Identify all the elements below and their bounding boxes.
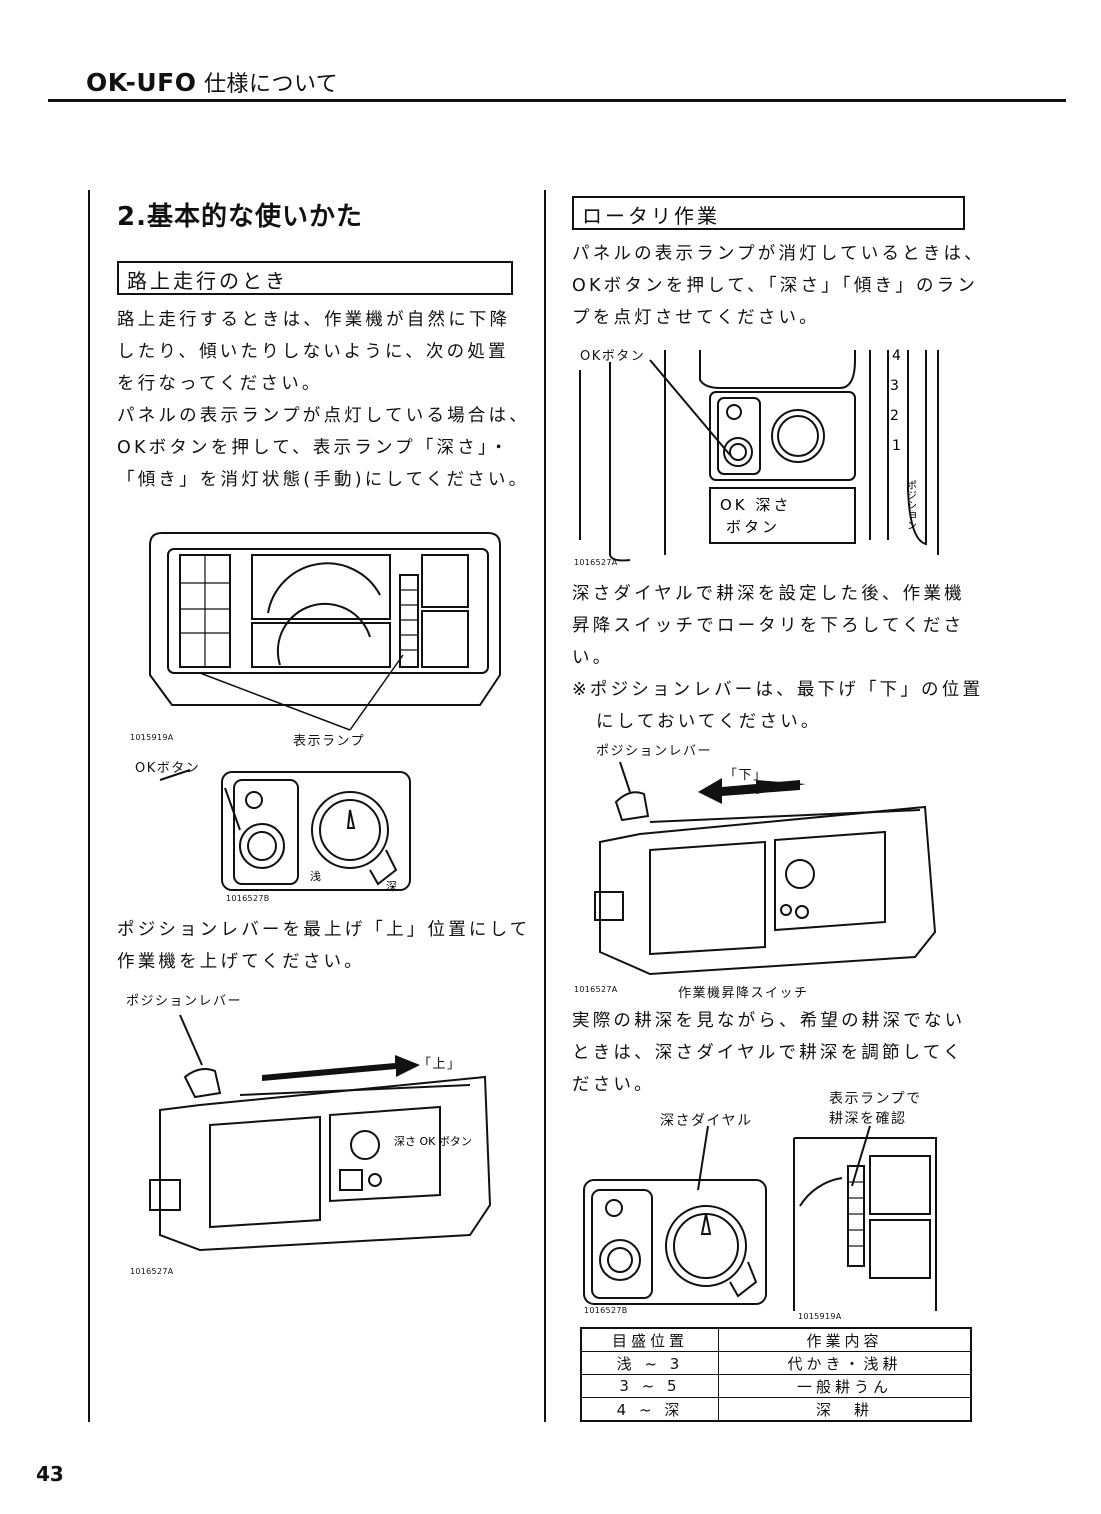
- figure-code: 1016527B: [226, 894, 270, 903]
- text-line: OKボタンを押して、「深さ」「傾き」のラン: [572, 276, 979, 296]
- lever-down-arrow-label: 「下」: [724, 768, 768, 783]
- road-travel-text: 路上走行するときは、作業機が自然に下降 したり、傾いたりしないように、次の処置 …: [117, 304, 537, 496]
- text-line: ときは、深さダイヤルで耕深を調節してく: [572, 1043, 964, 1063]
- dial-setting-text: 深さダイヤルで耕深を設定した後、作業機 昇降スイッチでロータリを下ろしてくださ …: [572, 578, 992, 738]
- figure-code: 1016527A: [130, 1267, 174, 1276]
- table-cell: 浅 ~ 3: [580, 1351, 719, 1375]
- text-line: にしておいてください。: [596, 712, 822, 732]
- table-cell: 代かき・浅耕: [718, 1351, 972, 1375]
- position-lever-label: ポジションレバー: [596, 744, 713, 759]
- header-rule: [48, 99, 1066, 102]
- page-number: 43: [36, 1462, 64, 1486]
- table-header: 目盛位置: [580, 1327, 719, 1352]
- lever-up-text: ポジションレバーを最上げ「上」位置にして 作業機を上げてください。: [117, 914, 537, 978]
- text-line: ※ポジションレバーは、最下げ「下」の位置: [572, 680, 984, 700]
- left-column-rule: [88, 190, 90, 1422]
- text-line: 路上走行するときは、作業機が自然に下降: [117, 310, 511, 330]
- table-cell: 4 ~ 深: [580, 1397, 719, 1422]
- figure-code: 1016527A: [574, 558, 618, 567]
- svg-text:1: 1: [892, 438, 901, 454]
- table-header: 作業内容: [718, 1327, 972, 1352]
- figure-code: 1015919A: [798, 1312, 842, 1321]
- position-lever-down-figure: [594, 761, 937, 976]
- section-title: 2.基本的な使いかた: [117, 202, 363, 232]
- lever-up-arrow-label: 「上」: [418, 1057, 462, 1072]
- ok-button-label: OKボタン: [580, 349, 646, 364]
- text-line: ださい。: [572, 1075, 655, 1095]
- text-line: OKボタンを押して、表示ランプ「深さ」・: [117, 438, 511, 458]
- indicator-lamp-label: 表示ランプ: [293, 734, 366, 749]
- dial-deep-mark: 深: [386, 880, 397, 893]
- center-column-rule: [544, 190, 546, 1422]
- table-row: 浅 ~ 3 代かき・浅耕: [580, 1351, 972, 1375]
- table-cell: 一般耕うん: [718, 1374, 972, 1398]
- depth-dial-label: 深さダイヤル: [660, 1113, 753, 1129]
- text-line: を行なってください。: [117, 374, 323, 394]
- scale-4: 4: [892, 348, 901, 364]
- table-header-row: 目盛位置 作業内容: [580, 1327, 972, 1352]
- position-lever-up-figure: 深さ OK ボタン: [149, 1014, 492, 1252]
- text-line: パネルの表示ランプが点灯している場合は、: [117, 406, 530, 426]
- text-line: 「傾き」を消灯状態(手動)にしてください。: [117, 470, 530, 490]
- figure-code: 1015919A: [130, 733, 174, 742]
- position-lever-label: ポジションレバー: [126, 994, 243, 1009]
- text-line: したり、傾いたりしないように、次の処置: [117, 342, 509, 362]
- rotary-work-text: パネルの表示ランプが消灯しているときは、 OKボタンを押して、「深さ」「傾き」の…: [572, 238, 992, 334]
- instrument-panel-figure: [149, 532, 501, 731]
- header-title-rest: 仕様について: [196, 72, 339, 97]
- figure-code: 1016527A: [574, 985, 618, 994]
- panel-line1: OK 深さ: [720, 496, 791, 514]
- svg-text:2: 2: [890, 408, 899, 424]
- text-line: 実際の耕深を見ながら、希望の耕深でない: [572, 1011, 966, 1031]
- table-row: 3 ~ 5 一般耕うん: [580, 1374, 972, 1398]
- lamp-check-label-line2: 耕深を確認: [829, 1111, 907, 1127]
- panel-label-text: 深さ OK ボタン: [394, 1135, 472, 1148]
- text-line: 作業機を上げてください。: [117, 952, 365, 972]
- table-cell: 深 耕: [718, 1397, 972, 1422]
- text-line: プを点灯させてください。: [572, 308, 820, 328]
- depth-dial-figure: 浅 深: [159, 769, 411, 893]
- lamp-check-label-line1: 表示ランプで: [829, 1091, 922, 1107]
- header-title-bold: OK-UFO: [86, 68, 197, 97]
- text-line: パネルの表示ランプが消灯しているときは、: [572, 244, 985, 264]
- depth-table: 目盛位置 作業内容 浅 ~ 3 代かき・浅耕 3 ~ 5 一般耕うん 4 ~ 深…: [580, 1327, 972, 1422]
- implement-lift-switch-label: 作業機昇降スイッチ: [678, 986, 809, 1001]
- figure-code: 1016527B: [584, 1306, 628, 1315]
- ok-button-closeup-figure: 4 3 2 1 OK 深さ ボタン ポジション: [579, 348, 939, 562]
- dial-shallow-mark: 浅: [310, 870, 321, 883]
- depth-dial-closeup-figure: [583, 1125, 937, 1311]
- rotary-work-heading: ロータリ作業: [572, 196, 965, 230]
- position-scale-text: ポジション: [905, 480, 917, 530]
- text-line: 昇降スイッチでロータリを下ろしてくださ: [572, 616, 965, 636]
- depth-adjust-text: 実際の耕深を見ながら、希望の耕深でない ときは、深さダイヤルで耕深を調節してく …: [572, 1005, 992, 1101]
- text-line: い。: [572, 648, 614, 668]
- header-title: OK-UFO 仕様について: [86, 66, 338, 98]
- text-line: 深さダイヤルで耕深を設定した後、作業機: [572, 584, 965, 604]
- text-line: ポジションレバーを最上げ「上」位置にして: [117, 920, 531, 940]
- table-row: 4 ~ 深 深 耕: [580, 1397, 972, 1422]
- table-cell: 3 ~ 5: [580, 1374, 719, 1398]
- svg-text:3: 3: [890, 378, 899, 394]
- road-travel-heading: 路上走行のとき: [117, 261, 513, 295]
- panel-line2: ボタン: [726, 518, 780, 536]
